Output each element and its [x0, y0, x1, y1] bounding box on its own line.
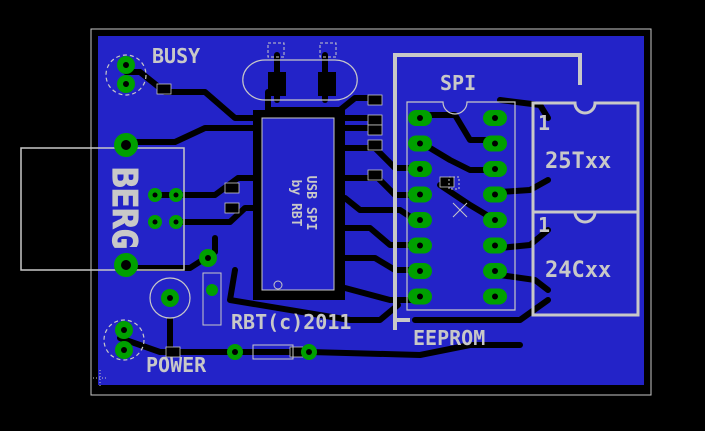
label-spi: SPI	[440, 71, 476, 95]
crystal-oscillator	[242, 42, 358, 101]
dip-pad-hole	[417, 242, 423, 249]
dip-pad-hole	[417, 140, 423, 147]
eeprom-socket	[406, 101, 516, 311]
label-pin1-bottom: 1	[538, 213, 550, 237]
resistor	[227, 344, 317, 360]
label-copyright: RBT(c)2011	[231, 310, 351, 334]
led-busy	[105, 54, 147, 96]
usb-brand-label: BERG	[104, 167, 144, 249]
dip-pad-hole	[492, 242, 498, 249]
chip-24-outline	[531, 210, 640, 317]
dip-pad-hole	[492, 166, 498, 172]
board-outline	[90, 28, 652, 396]
label-busy: BUSY	[152, 44, 200, 68]
ic-label-line1: USB SPI	[303, 176, 318, 231]
dip-pad-hole	[492, 217, 498, 223]
led-power	[103, 319, 145, 361]
usb-connector-outline	[20, 147, 185, 271]
chip-25-outline	[531, 101, 640, 214]
label-power: POWER	[146, 353, 207, 377]
dip-pad-hole	[417, 217, 423, 223]
electrolytic-capacitor	[149, 249, 222, 326]
dip-pad-hole	[492, 268, 498, 274]
label-24cxx: 24Cxx	[545, 258, 611, 283]
smd-components	[156, 83, 455, 358]
dip-pad-hole	[417, 293, 423, 300]
dip-pad-hole	[492, 191, 498, 198]
ic-label-line2: by RBT	[288, 180, 303, 227]
dip-pad-hole	[492, 115, 498, 121]
usb-pads	[114, 133, 183, 277]
dip-pad-hole	[492, 293, 498, 300]
dip-pad-hole	[417, 115, 423, 121]
dip-pad-hole	[417, 166, 423, 172]
dip-pad-hole	[417, 268, 423, 274]
usb-controller-ic: USB SPI by RBT	[253, 110, 345, 300]
spi-header-outline	[393, 53, 582, 322]
origin-marker	[93, 370, 108, 386]
label-eeprom: EEPROM	[413, 326, 485, 350]
dip-pad-hole	[492, 140, 498, 147]
label-pin1-top: 1	[538, 111, 550, 135]
dip-pads	[408, 110, 507, 305]
label-25txx: 25Txx	[545, 149, 611, 174]
dip-pad-hole	[417, 191, 423, 198]
